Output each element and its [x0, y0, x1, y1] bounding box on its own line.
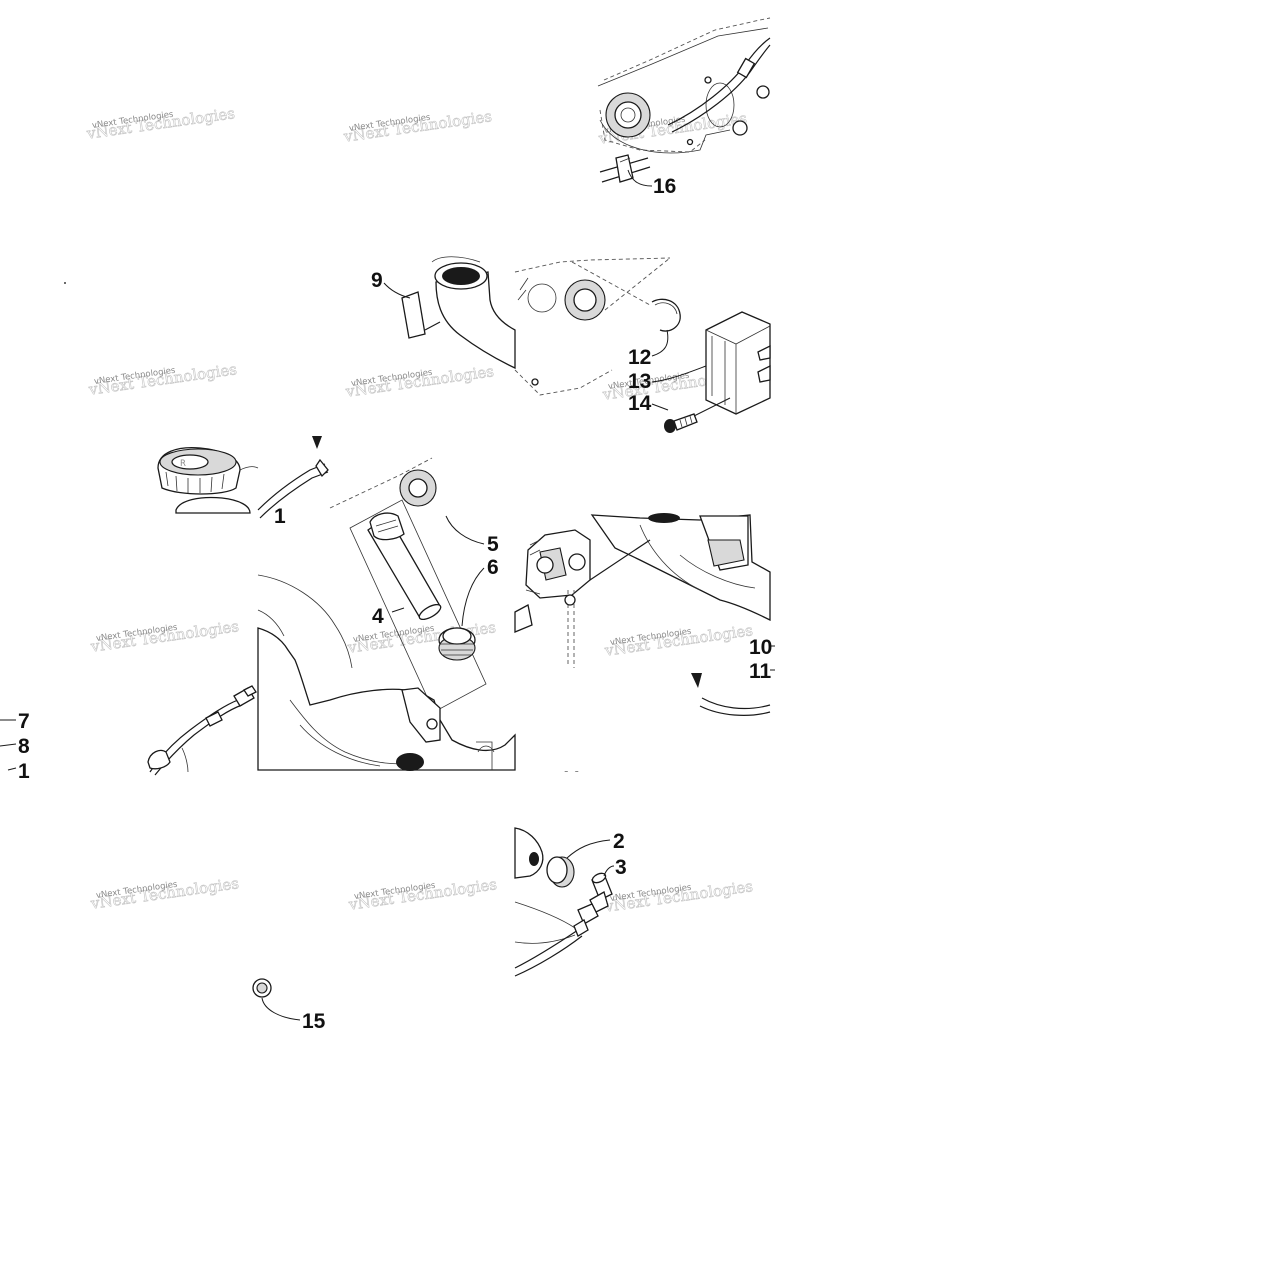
callout-10: 10 — [749, 636, 772, 659]
callout-13: 13 — [628, 370, 651, 393]
leader-5 — [445, 515, 485, 545]
gas-cap: R — [157, 446, 259, 514]
grommet-part-2 — [546, 856, 575, 888]
callout-9: 9 — [371, 269, 383, 292]
partial-callout-bottom: 11 — [560, 768, 583, 791]
leader-12 — [651, 329, 669, 357]
leader-13 — [651, 365, 707, 383]
leader-9 — [383, 282, 411, 299]
filler-elbow — [424, 256, 516, 370]
fuel-line-top — [257, 436, 329, 519]
leader-14 — [651, 403, 669, 411]
svg-text:R: R — [180, 459, 186, 469]
leader-2 — [566, 839, 611, 859]
callout-11: 11 — [749, 660, 772, 683]
callout-12: 12 — [628, 346, 651, 369]
watermark-r4c1: vNext Technologies vNext Technologies — [89, 874, 241, 913]
leader-6 — [461, 567, 485, 627]
watermark-r1c1: vNext Technologies vNext Technologies — [85, 104, 237, 143]
gauge-sender-kit-part-4 — [349, 499, 487, 713]
callout-3: 3 — [615, 856, 627, 879]
callout-7: 7 — [18, 710, 30, 733]
watermark-r1c2: vNext Technologies vNext Technologies — [342, 107, 494, 146]
fuel-tank — [257, 574, 516, 771]
leader-15 — [261, 997, 301, 1021]
callout-1-top: 1 — [274, 505, 286, 528]
grommet-part-6 — [438, 627, 476, 661]
callout-6: 6 — [487, 556, 499, 579]
callout-group-left: 7 8 1 — [0, 710, 30, 783]
sender-bracket-dashed — [329, 457, 437, 509]
fuel-line-lower — [514, 919, 589, 977]
hose-clip-part-16 — [599, 154, 651, 183]
callout-16: 16 — [653, 175, 676, 198]
watermark-r2c2: vNext Technologies vNext Technologies — [344, 362, 496, 401]
fuel-hose-10-11 — [691, 673, 771, 716]
svg-text:11: 11 — [560, 768, 583, 791]
callout-15: 15 — [302, 1010, 326, 1033]
watermark-r4c3: vNext Technologies vNext Technologies — [603, 877, 755, 916]
tank-underside — [589, 513, 771, 622]
tank-bracket-dashed — [514, 257, 671, 396]
leader-3 — [603, 865, 615, 877]
callout-5: 5 — [487, 533, 499, 556]
decal-part-9 — [401, 291, 426, 339]
leader-4 — [391, 607, 405, 613]
sender-wire-harness — [147, 685, 257, 776]
watermark-r3c3: vNext Technologies vNext Technologies — [603, 621, 755, 660]
clip-ring-part-12 — [651, 298, 681, 332]
callout-14: 14 — [628, 392, 652, 415]
watermark-r4c2: vNext Technologies vNext Technologies — [347, 875, 499, 914]
callout-1-bottom: 1 — [18, 760, 30, 783]
callout-2: 2 — [613, 830, 625, 853]
fitting-part-3 — [577, 872, 613, 925]
centerline-12 — [571, 261, 651, 306]
watermark-r2c1: vNext Technologies vNext Technologies — [87, 360, 239, 399]
control-module-part-13 — [705, 311, 771, 415]
frame-bracket-top — [597, 17, 771, 154]
tank-outlet — [514, 827, 576, 944]
speck-mark — [64, 281, 67, 284]
fuel-valve-assembly — [514, 529, 591, 668]
screw-part-14 — [664, 397, 731, 433]
watermark-r3c1: vNext Technologies vNext Technologies — [89, 617, 241, 656]
gauge-sender-part-5 — [367, 512, 442, 621]
callout-4: 4 — [372, 605, 384, 628]
grommet-part-15 — [252, 978, 272, 998]
leader-16 — [627, 169, 653, 187]
callout-8: 8 — [18, 735, 30, 758]
